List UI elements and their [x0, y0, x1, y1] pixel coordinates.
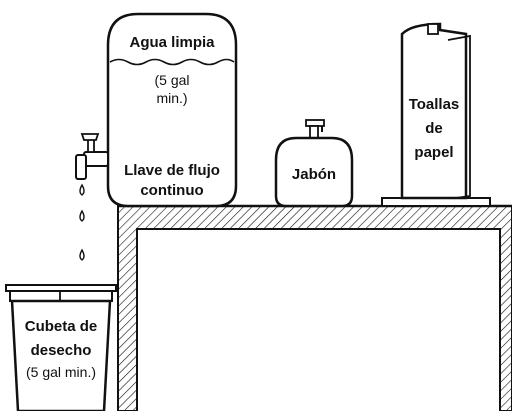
soap-label: Jabón [291, 166, 337, 183]
clean-water-capacity-line2: min.) [156, 90, 188, 106]
waste-label-line2: desecho [30, 342, 92, 359]
faucet-icon [75, 133, 109, 180]
waste-capacity-label: (5 gal min.) [25, 364, 97, 380]
soap-dispenser-icon [274, 119, 354, 208]
waste-label-line1: Cubeta de [24, 318, 98, 335]
water-jug-icon [106, 12, 238, 208]
faucet-label-line2: continuo [140, 182, 204, 199]
waste-bucket-icon [5, 284, 117, 411]
water-drop-icon [79, 183, 85, 261]
towels-label-line2: de [425, 120, 443, 137]
table-icon [117, 204, 512, 411]
clean-water-capacity-line1: (5 gal [154, 72, 190, 88]
towels-label-line1: Toallas [408, 96, 460, 113]
towels-label-line3: papel [414, 144, 454, 161]
clean-water-label: Agua limpia [129, 34, 215, 51]
paper-towel-icon [381, 22, 491, 207]
faucet-label-line1: Llave de flujo [124, 162, 220, 179]
